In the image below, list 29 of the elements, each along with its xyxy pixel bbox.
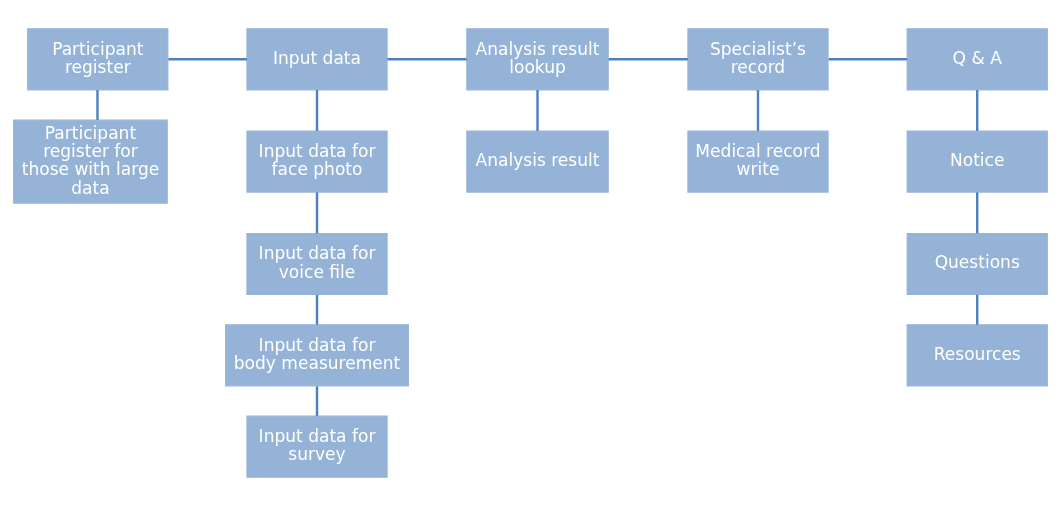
connector (315, 294, 319, 325)
node-box: Medical record write (687, 130, 829, 193)
node-box: Participant register (27, 27, 169, 90)
connector (976, 294, 979, 325)
connector (315, 191, 319, 233)
node-box: Specialist’s record (687, 27, 829, 90)
node-box: Questions (906, 232, 1048, 295)
connector (536, 89, 539, 131)
connector (976, 89, 979, 131)
node-box: Input data (246, 27, 388, 90)
node-box: Analysis result (466, 130, 609, 193)
node-box: Input data for voice file (246, 232, 388, 295)
node-box: Participant register for those with large data (13, 119, 168, 204)
node-box: Analysis result lookup (466, 27, 609, 90)
node-box: Q & A (906, 27, 1048, 90)
connector (96, 89, 99, 120)
connector (315, 89, 319, 131)
node-box: Input data for survey (246, 415, 388, 478)
node-box: Input data for body measurement (225, 323, 409, 386)
connector (387, 57, 467, 61)
connector (168, 57, 247, 61)
node-box: Resources (906, 323, 1048, 386)
connector (608, 57, 688, 61)
connector (315, 385, 319, 416)
connector (976, 191, 979, 233)
connector (756, 89, 760, 131)
node-box: Notice (906, 130, 1048, 193)
node-box: Input data for face photo (246, 130, 388, 193)
connector (828, 57, 908, 61)
